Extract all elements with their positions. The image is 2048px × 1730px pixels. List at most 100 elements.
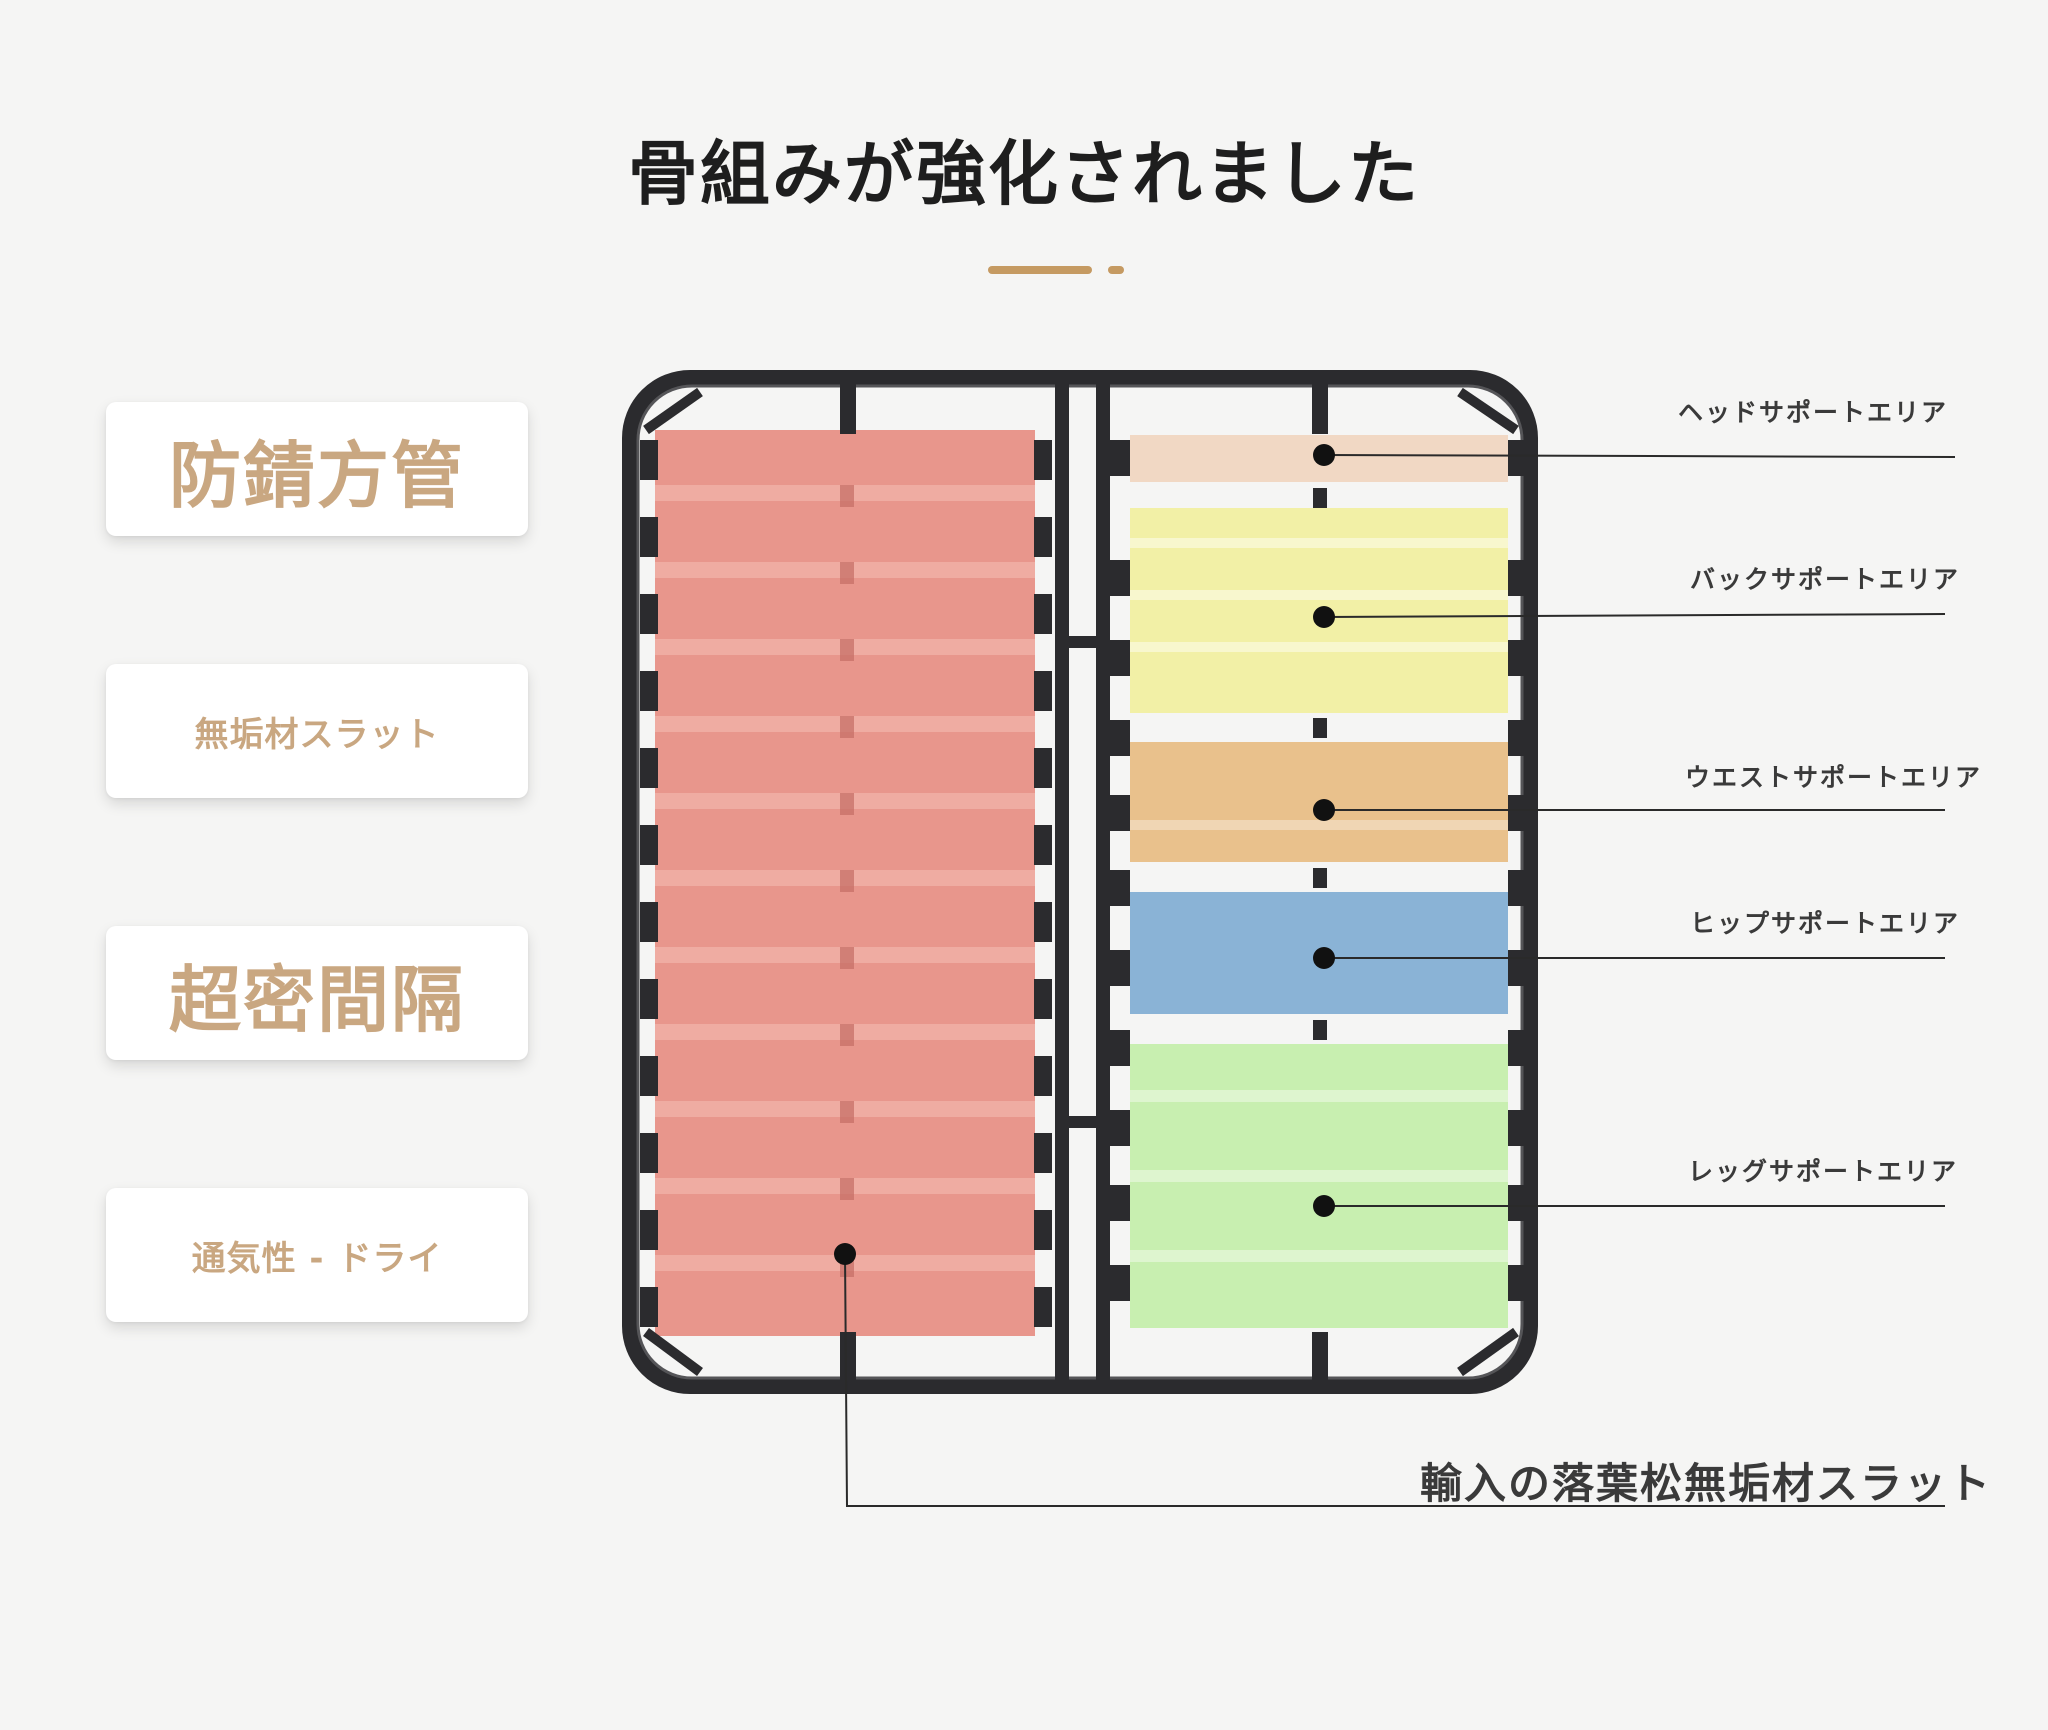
bed-frame xyxy=(622,370,1538,1394)
frame-left-inner-bracket xyxy=(1034,1210,1052,1250)
zone-slat-gap xyxy=(1130,820,1508,830)
leader-dot-back xyxy=(1313,606,1335,628)
frame-left-side-bracket xyxy=(640,1210,658,1250)
frame-right-center-post xyxy=(1313,488,1327,508)
frame-right-center-post xyxy=(1313,868,1327,888)
right-zone-area xyxy=(1130,435,1508,1328)
slat-material-label: 輸入の落葉松無垢材スラット xyxy=(1420,1459,1993,1508)
zone-label-leg: レッグサポートエリア xyxy=(1688,1157,1959,1186)
frame-middle-rail-left xyxy=(1055,384,1069,1382)
frame-left-side-bracket xyxy=(640,748,658,788)
leader-dot-head xyxy=(1313,444,1335,466)
leader-lines xyxy=(834,444,1956,1507)
frame-middle-rail-right xyxy=(1096,384,1110,1382)
leader-line-slat-material xyxy=(844,1253,1945,1507)
left-slat-center-mark xyxy=(840,1178,854,1200)
frame-right-side-bracket xyxy=(1508,1265,1526,1301)
frame-left-side-bracket xyxy=(640,440,658,480)
frame-left-side-bracket xyxy=(640,825,658,865)
frame-left-side-bracket xyxy=(640,1133,658,1173)
frame-right-center-post xyxy=(1313,1020,1327,1040)
zone-slat-gap xyxy=(1130,1090,1508,1102)
leader-dot-waist xyxy=(1313,799,1335,821)
zone-panel-leg xyxy=(1130,1044,1508,1328)
frame-left-side-bracket xyxy=(640,517,658,557)
leader-dot-hip xyxy=(1313,947,1335,969)
feature-card-solid-wood-slat: 無垢材スラット xyxy=(106,664,528,798)
frame-right-side-bracket xyxy=(1508,795,1526,831)
frame-right-side-bracket xyxy=(1508,440,1526,476)
left-slat-area xyxy=(655,430,1035,1336)
frame-middle-bracket xyxy=(1069,1116,1096,1128)
feature-card-rustproof: 防錆方管 xyxy=(106,402,528,536)
feature-card-dense-spacing: 超密間隔 xyxy=(106,926,528,1060)
frame-right-inner-bracket xyxy=(1110,950,1130,986)
frame-left-side-bracket xyxy=(640,902,658,942)
zone-slat-gap xyxy=(1130,1250,1508,1262)
frame-right-leg-bottom xyxy=(1312,1332,1328,1382)
frame-left-side-bracket xyxy=(640,1056,658,1096)
zone-label-back: バックサポートエリア xyxy=(1690,565,1961,594)
frame-left-inner-bracket xyxy=(1034,748,1052,788)
left-slat-center-mark xyxy=(840,639,854,661)
frame-right-side-bracket xyxy=(1508,870,1526,906)
frame-outer xyxy=(622,370,1538,1394)
frame-left-inner-bracket xyxy=(1034,979,1052,1019)
frame-left-inner-bracket xyxy=(1034,902,1052,942)
page-title: 骨組みが強化されました xyxy=(628,133,1420,215)
frame-right-inner-bracket xyxy=(1110,795,1130,831)
frame-right-inner-bracket xyxy=(1110,1110,1130,1146)
left-slat-center-mark xyxy=(840,870,854,892)
frame-left-inner-bracket xyxy=(1034,1287,1052,1327)
leader-line-head xyxy=(1323,454,1956,458)
frame-right-inner-bracket xyxy=(1110,440,1130,476)
frame-right-leg-top xyxy=(1312,384,1328,434)
frame-right-inner-bracket xyxy=(1110,1185,1130,1221)
frame-right-side-bracket xyxy=(1508,950,1526,986)
underline-short-dot xyxy=(1108,266,1124,274)
left-slat-center-mark xyxy=(840,485,854,507)
frame-left-inner-bracket xyxy=(1034,1056,1052,1096)
title-underline-decoration xyxy=(988,264,1128,276)
frame-right-inner-bracket xyxy=(1110,1030,1130,1066)
frame-right-side-bracket xyxy=(1508,1110,1526,1146)
frame-left-side-bracket xyxy=(640,979,658,1019)
left-slat-center-mark xyxy=(840,793,854,815)
zone-label-head: ヘッドサポートエリア xyxy=(1678,398,1949,427)
zone-label-hip: ヒップサポートエリア xyxy=(1690,909,1961,938)
left-slat-center-mark xyxy=(840,1101,854,1123)
frame-left-side-bracket xyxy=(640,671,658,711)
frame-right-side-bracket xyxy=(1508,1030,1526,1066)
frame-left-side-bracket xyxy=(640,1287,658,1327)
zone-slat-gap xyxy=(1130,590,1508,600)
leader-dot-slat-material xyxy=(834,1243,856,1265)
feature-card-ventilation: 通気性 - ドライ xyxy=(106,1188,528,1322)
frame-left-inner-bracket xyxy=(1034,825,1052,865)
underline-long-bar xyxy=(988,266,1092,274)
frame-middle-bracket xyxy=(1069,636,1096,648)
left-slat-center-mark xyxy=(840,716,854,738)
frame-left-leg-bottom xyxy=(840,1332,856,1382)
frame-left-inner-bracket xyxy=(1034,594,1052,634)
left-slat-center-mark xyxy=(840,562,854,584)
frame-left-leg-top xyxy=(840,384,856,434)
frame-left-inner-bracket xyxy=(1034,517,1052,557)
zone-slat-gap xyxy=(1130,538,1508,548)
frame-left-inner-bracket xyxy=(1034,1133,1052,1173)
frame-right-inner-bracket xyxy=(1110,1265,1130,1301)
frame-left-inner-bracket xyxy=(1034,440,1052,480)
left-slat-center-mark xyxy=(840,1024,854,1046)
zone-label-waist: ウエストサポートエリア xyxy=(1685,763,1983,792)
frame-right-center-post xyxy=(1313,718,1327,738)
left-slat-center-mark xyxy=(840,947,854,969)
frame-left-inner-bracket xyxy=(1034,671,1052,711)
leader-line-back xyxy=(1323,613,1946,618)
frame-right-side-bracket xyxy=(1508,720,1526,756)
frame-corner-brace xyxy=(643,1327,703,1377)
zone-slat-gap xyxy=(1130,1170,1508,1182)
frame-corner-brace xyxy=(1457,387,1519,435)
frame-right-inner-bracket xyxy=(1110,870,1130,906)
frame-right-side-bracket xyxy=(1508,1185,1526,1221)
leader-dot-leg xyxy=(1313,1195,1335,1217)
